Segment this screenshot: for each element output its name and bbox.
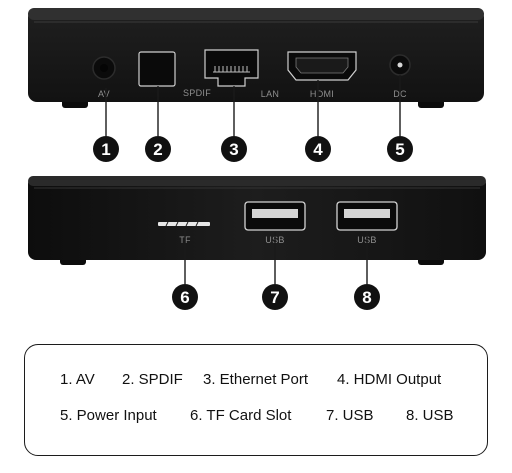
callout-6: 6 — [172, 284, 198, 310]
callout-number: 5 — [395, 140, 404, 159]
callout-3: 3 — [221, 136, 247, 162]
hdmi-port-icon — [287, 51, 357, 81]
port-legend: 1. AV 2. SPDIF 3. Ethernet Port 4. HDMI … — [24, 344, 488, 456]
spdif-port-icon — [138, 51, 176, 87]
device-illustration: AV SPDIF LAN HDMI — [28, 8, 486, 310]
callout-leader-lines — [105, 75, 401, 136]
callout-4: 4 — [305, 136, 331, 162]
callout-2: 2 — [145, 136, 171, 162]
callout-number: 8 — [362, 288, 371, 307]
back-panel: AV SPDIF LAN HDMI — [28, 8, 484, 108]
usb-port-icon — [336, 201, 398, 231]
legend-item-hdmi: 4. HDMI Output — [337, 371, 442, 388]
callout-number: 2 — [153, 140, 162, 159]
callout-leader-lines — [184, 230, 368, 284]
lan-label: LAN — [261, 89, 279, 99]
av-label: AV — [98, 89, 110, 99]
callout-number: 4 — [313, 140, 323, 159]
callout-1: 1 — [93, 136, 119, 162]
legend-item-ethernet: 3. Ethernet Port — [203, 371, 309, 388]
legend-item-tf-card: 6. TF Card Slot — [190, 407, 292, 424]
av-jack-icon — [92, 56, 116, 80]
spdif-label: SPDIF — [183, 88, 211, 98]
legend-item-power: 5. Power Input — [60, 407, 157, 424]
ethernet-port-icon — [204, 49, 259, 87]
legend-item-usb-8: 8. USB — [406, 407, 454, 424]
device-top-edge — [28, 8, 484, 20]
legend-item-usb-7: 7. USB — [326, 407, 374, 424]
device-top-edge — [28, 176, 486, 186]
callout-number: 3 — [229, 140, 238, 159]
callout-5: 5 — [387, 136, 413, 162]
side-panel: TF USB USB — [28, 176, 486, 265]
callout-8: 8 — [354, 284, 380, 310]
hdmi-label: HDMI — [310, 89, 334, 99]
callout-7: 7 — [262, 284, 288, 310]
legend-item-av: 1. AV — [60, 371, 95, 388]
callout-number: 1 — [101, 140, 110, 159]
usb-port-icon — [244, 201, 306, 231]
callout-number: 6 — [180, 288, 189, 307]
tf-slot-icon — [158, 221, 210, 227]
callout-number: 7 — [270, 288, 279, 307]
legend-item-spdif: 2. SPDIF — [122, 371, 183, 388]
dc-jack-icon — [389, 54, 411, 76]
